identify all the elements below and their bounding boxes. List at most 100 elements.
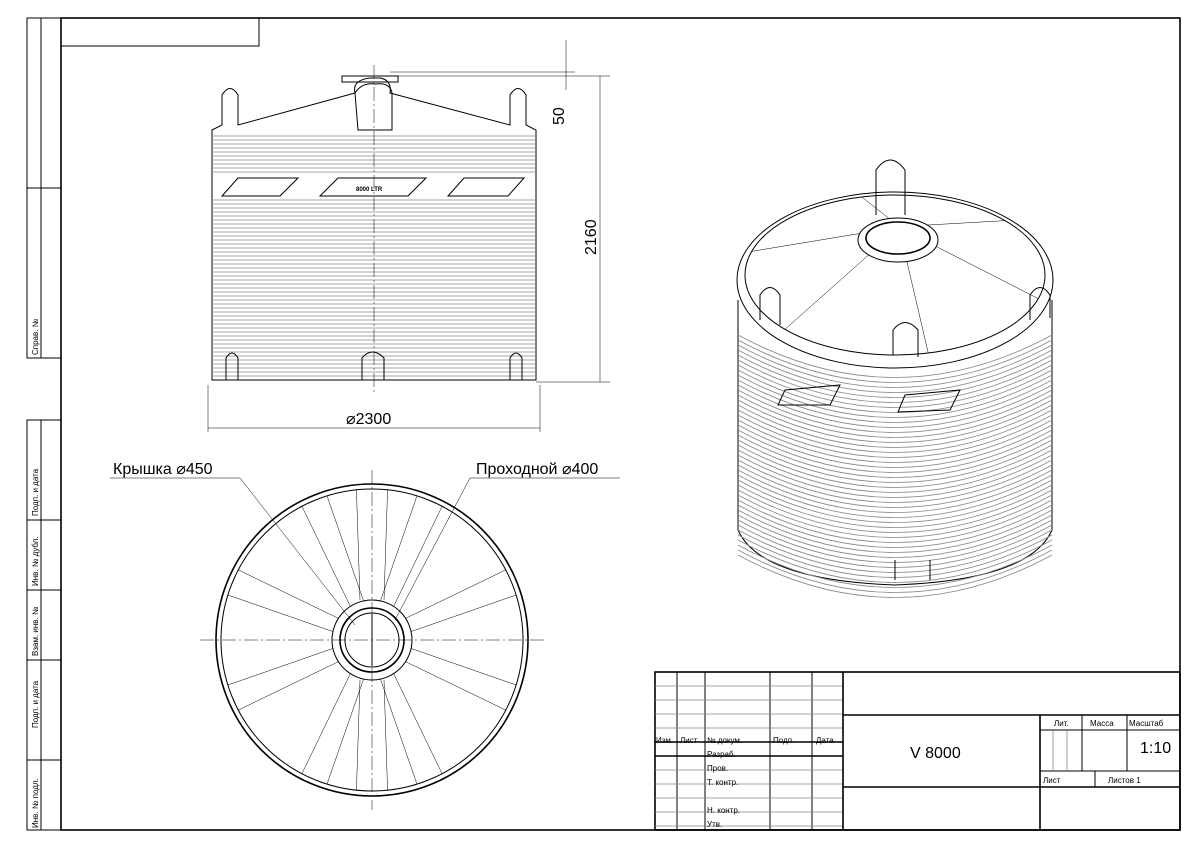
spoke-line: [861, 196, 890, 219]
rib-line: [737, 549, 1053, 593]
spoke-line: [383, 679, 388, 792]
strip-label: Подп. и дата: [31, 468, 40, 516]
rib-line: [737, 399, 1053, 443]
lit-label: Лит.: [1054, 719, 1069, 728]
rib-line: [737, 424, 1053, 468]
strip-label: Справ. №: [31, 318, 40, 355]
rib-line: [737, 419, 1053, 463]
rib-line: [737, 379, 1053, 423]
spoke-line: [380, 679, 418, 785]
spoke-line: [383, 488, 388, 601]
spoke-line: [405, 661, 506, 711]
spoke-line: [405, 569, 506, 619]
strip-label: Подп. и дата: [31, 680, 40, 728]
rib-line: [737, 499, 1053, 543]
rib-line: [737, 469, 1053, 513]
spoke-line: [356, 679, 361, 792]
top-left-box: [60, 17, 260, 47]
rib-line: [737, 364, 1053, 408]
tank-isometric-view: [736, 159, 1054, 598]
spoke-line: [411, 648, 517, 686]
rib-line: [737, 449, 1053, 493]
rib-line: [737, 359, 1053, 403]
spoke-line: [238, 569, 339, 619]
spoke-line: [784, 254, 869, 330]
dimensions: 2160 50 ⌀2300: [207, 40, 610, 432]
rib-line: [737, 464, 1053, 508]
rib-line: [737, 439, 1053, 483]
tank-front-view: 8000 LTR: [211, 65, 537, 392]
rib-line: [737, 444, 1053, 488]
spoke-line: [301, 673, 351, 774]
scale-label: Масштаб: [1129, 719, 1164, 728]
rib-line: [737, 539, 1053, 583]
rib-line: [737, 429, 1053, 473]
spoke-line: [751, 233, 860, 252]
spoke-line: [227, 594, 333, 632]
diameter-dimension: ⌀2300: [346, 411, 391, 428]
height-dimension: 2160: [583, 219, 600, 255]
header-sign: Подп.: [773, 736, 794, 745]
rib-line: [737, 414, 1053, 458]
rib-line: [737, 459, 1053, 503]
rib-line: [737, 474, 1053, 518]
rib-line: [737, 509, 1053, 553]
spoke-line: [906, 261, 929, 354]
rib-line: [737, 514, 1053, 558]
rib-line: [737, 489, 1053, 533]
rib-line: [737, 344, 1053, 388]
rib-line: [737, 454, 1053, 498]
spoke-line: [356, 488, 361, 601]
role-label: Утв.: [707, 820, 722, 829]
rib-line: [737, 369, 1053, 413]
scale-value: 1:10: [1140, 740, 1171, 757]
rib-line: [737, 494, 1053, 538]
gap-dimension: 50: [551, 107, 568, 125]
header-izm: Изм.: [656, 736, 673, 745]
header-date: Дата: [816, 736, 834, 745]
lid-callout: Крышка ⌀450: [113, 461, 213, 478]
rib-line: [737, 349, 1053, 393]
tank-label: 8000 LTR: [356, 187, 383, 193]
role-label: Разраб.: [707, 750, 736, 759]
passage-callout: Проходной ⌀400: [476, 461, 598, 478]
rib-line: [737, 484, 1053, 528]
spoke-line: [927, 220, 1006, 226]
header-list: Лист: [680, 736, 698, 745]
spoke-line: [301, 506, 351, 607]
strip-label: Инв. № подл.: [31, 778, 40, 828]
sheet-label: Лист: [1043, 776, 1061, 785]
rib-line: [737, 554, 1053, 598]
rib-line: [737, 389, 1053, 433]
strip-label: Инв. № дубл.: [31, 536, 40, 586]
role-label: Пров.: [707, 764, 728, 773]
rib-line: [737, 339, 1053, 383]
spoke-line: [238, 661, 339, 711]
rib-line: [737, 334, 1053, 378]
tank-top-view: Крышка ⌀450 Проходной ⌀400: [110, 461, 620, 810]
rib-line: [737, 504, 1053, 548]
rib-line: [737, 434, 1053, 478]
strip-label: Взам. инв. №: [31, 606, 40, 656]
spoke-line: [380, 495, 418, 601]
spoke-line: [326, 679, 364, 785]
spoke-line: [411, 594, 517, 632]
rib-line: [737, 394, 1053, 438]
header-doc: № докум.: [707, 736, 742, 745]
role-label: Н. контр.: [707, 806, 740, 815]
rib-line: [737, 354, 1053, 398]
spoke-line: [393, 673, 443, 774]
spoke-line: [393, 506, 443, 607]
rib-line: [737, 404, 1053, 448]
rib-line: [737, 409, 1053, 453]
spoke-line: [326, 495, 364, 601]
spoke-line: [227, 648, 333, 686]
rib-line: [737, 479, 1053, 523]
role-label: Т. контр.: [707, 778, 738, 787]
left-strip: Справ. № Подп. и дата Инв. № дубл. Взам.…: [26, 17, 62, 831]
spoke-line: [936, 246, 1039, 299]
drawing-title: V 8000: [910, 745, 961, 762]
rib-line: [737, 384, 1053, 428]
